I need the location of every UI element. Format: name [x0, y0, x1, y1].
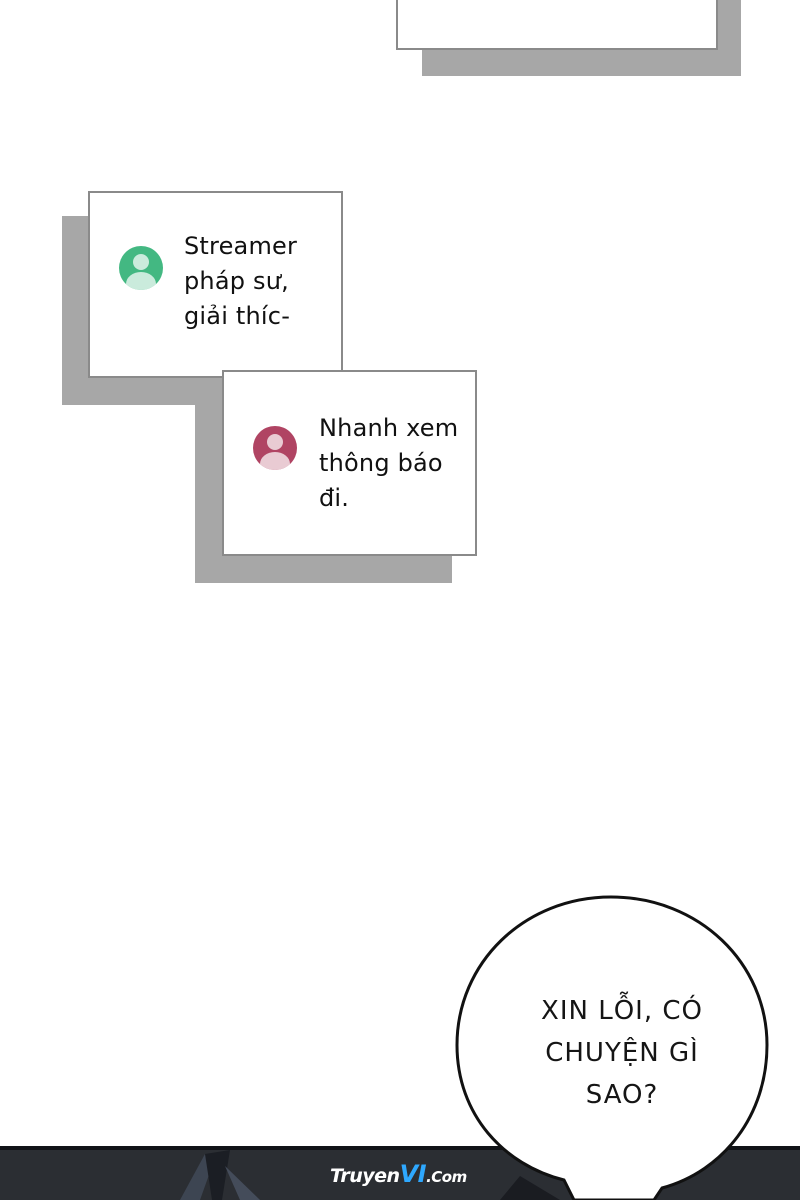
logo-part-truyen: Truyen — [330, 1165, 400, 1187]
speech-bubble-text: XIN LỖI, CÓ CHUYỆN GÌ SAO? — [502, 990, 742, 1116]
message-line: đi. — [319, 484, 350, 512]
message-line: giải thíc- — [184, 302, 291, 330]
character-silhouette — [0, 1146, 800, 1200]
chat-message-card-2: Nhanh xem thông báo đi. — [222, 370, 477, 556]
chat-message-card-1: Streamer pháp sư, giải thíc- — [88, 191, 343, 378]
bubble-line: CHUYỆN GÌ — [545, 1038, 699, 1068]
user-avatar-icon — [119, 246, 163, 290]
logo-part-vi: VI — [399, 1160, 427, 1188]
message-line: thông báo — [319, 449, 443, 477]
message-line: pháp sư, — [184, 267, 289, 295]
chat-message-text: Streamer pháp sư, giải thíc- — [184, 229, 334, 334]
speech-bubble — [455, 895, 769, 1200]
user-avatar-icon — [253, 426, 297, 470]
watermark-logo: TruyenVI.Com — [330, 1160, 467, 1188]
bubble-line: XIN LỖI, CÓ — [541, 996, 703, 1026]
top-card — [396, 0, 718, 50]
bubble-line: SAO? — [585, 1080, 659, 1110]
message-line: Streamer — [184, 232, 298, 260]
chat-message-text: Nhanh xem thông báo đi. — [319, 411, 469, 516]
message-line: Nhanh xem — [319, 414, 459, 442]
logo-part-com: .Com — [426, 1168, 467, 1186]
